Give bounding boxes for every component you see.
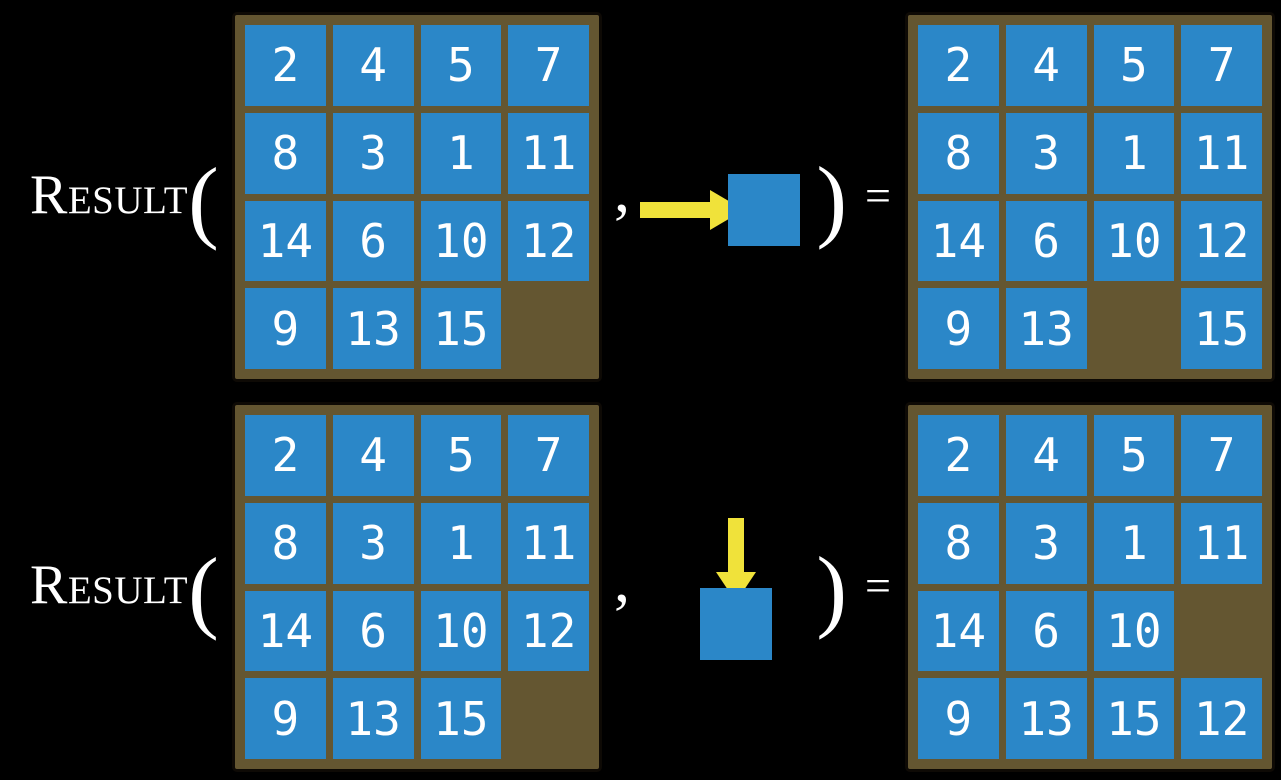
tile: 3 — [1005, 502, 1087, 584]
function-name: Result — [30, 554, 189, 616]
tile: 12 — [508, 200, 589, 282]
tile: 14 — [245, 590, 326, 672]
result-state-board-2: 2 4 5 7 8 3 1 11 14 6 10 9 13 15 12 — [905, 402, 1275, 772]
result-state-board-1: 2 4 5 7 8 3 1 11 14 6 10 12 9 13 15 — [905, 12, 1275, 382]
tile: 1 — [1093, 502, 1175, 584]
blank-cell — [1181, 591, 1262, 672]
tile: 3 — [1005, 112, 1087, 194]
open-paren-icon: ( — [188, 538, 219, 641]
tile: 9 — [918, 288, 999, 369]
tile: 3 — [332, 112, 414, 194]
tile: 11 — [1181, 502, 1262, 584]
tile: 13 — [332, 678, 414, 759]
open-paren-icon: ( — [188, 148, 219, 251]
tile: 6 — [332, 200, 414, 282]
tile: 4 — [332, 25, 414, 106]
blank-tile-square — [728, 174, 800, 246]
tile: 10 — [420, 200, 502, 282]
tile: 15 — [420, 678, 502, 759]
tile: 13 — [1005, 288, 1087, 369]
action-move-right-icon — [640, 173, 818, 247]
tile: 14 — [245, 200, 326, 282]
tile: 12 — [1181, 678, 1262, 759]
tile: 1 — [420, 502, 502, 584]
tile: 7 — [1181, 415, 1262, 496]
tile: 13 — [1005, 678, 1087, 759]
tile: 5 — [420, 25, 502, 106]
blank-cell — [1094, 288, 1175, 369]
tile: 9 — [245, 678, 326, 759]
tile: 6 — [332, 590, 414, 672]
down-arrow-icon — [716, 518, 756, 602]
tile: 12 — [1181, 200, 1262, 282]
blank-tile-square — [700, 588, 772, 660]
close-paren-equals: ) = — [816, 0, 891, 390]
tile: 11 — [508, 502, 589, 584]
tile: 8 — [245, 112, 326, 194]
equals-sign: = — [865, 559, 891, 611]
tile: 1 — [420, 112, 502, 194]
comma: , — [614, 544, 630, 615]
tile: 9 — [245, 288, 326, 369]
tile: 15 — [1093, 678, 1175, 759]
initial-state-board-2: 2 4 5 7 8 3 1 11 14 6 10 12 9 13 15 — [232, 402, 602, 772]
function-name: Result — [30, 164, 189, 226]
tile: 6 — [1005, 200, 1087, 282]
tile: 14 — [918, 200, 999, 282]
tile: 5 — [1093, 25, 1175, 106]
tile: 10 — [420, 590, 502, 672]
equals-sign: = — [865, 169, 891, 221]
tile: 5 — [420, 415, 502, 496]
action-move-down-icon — [700, 518, 774, 662]
tile: 7 — [508, 415, 589, 496]
close-paren-icon: ) — [816, 537, 848, 640]
tile: 3 — [332, 502, 414, 584]
function-label: Result( — [0, 390, 232, 780]
blank-cell — [508, 678, 589, 759]
function-arguments-middle: , ) = — [602, 0, 905, 390]
right-arrow-icon — [640, 190, 744, 230]
tile: 2 — [245, 415, 326, 496]
blank-cell — [508, 288, 589, 369]
tile: 4 — [1005, 415, 1087, 496]
comma: , — [614, 154, 630, 225]
tile: 2 — [918, 415, 999, 496]
tile: 1 — [1093, 112, 1175, 194]
tile: 8 — [918, 502, 999, 584]
tile: 6 — [1005, 590, 1087, 672]
tile: 15 — [1181, 288, 1262, 369]
function-arguments-middle: , ) = — [602, 390, 905, 780]
tile: 11 — [508, 112, 589, 194]
tile: 2 — [918, 25, 999, 106]
tile: 15 — [420, 288, 502, 369]
tile: 4 — [332, 415, 414, 496]
close-paren-equals: ) = — [816, 390, 891, 780]
tile: 14 — [918, 590, 999, 672]
tile: 4 — [1005, 25, 1087, 106]
initial-state-board-1: 2 4 5 7 8 3 1 11 14 6 10 12 9 13 15 — [232, 12, 602, 382]
tile: 2 — [245, 25, 326, 106]
tile: 12 — [508, 590, 589, 672]
close-paren-icon: ) — [816, 147, 848, 250]
tile: 8 — [918, 112, 999, 194]
tile: 9 — [918, 678, 999, 759]
tile: 8 — [245, 502, 326, 584]
tile: 10 — [1093, 200, 1175, 282]
tile: 7 — [508, 25, 589, 106]
tile: 11 — [1181, 112, 1262, 194]
tile: 5 — [1093, 415, 1175, 496]
example-row-move-down: Result( 2 4 5 7 8 3 1 11 14 6 10 12 9 13… — [0, 390, 1281, 780]
tile: 7 — [1181, 25, 1262, 106]
function-label: Result( — [0, 0, 232, 390]
tile: 13 — [332, 288, 414, 369]
example-row-move-right: Result( 2 4 5 7 8 3 1 11 14 6 10 12 9 13… — [0, 0, 1275, 390]
tile: 10 — [1093, 590, 1175, 672]
